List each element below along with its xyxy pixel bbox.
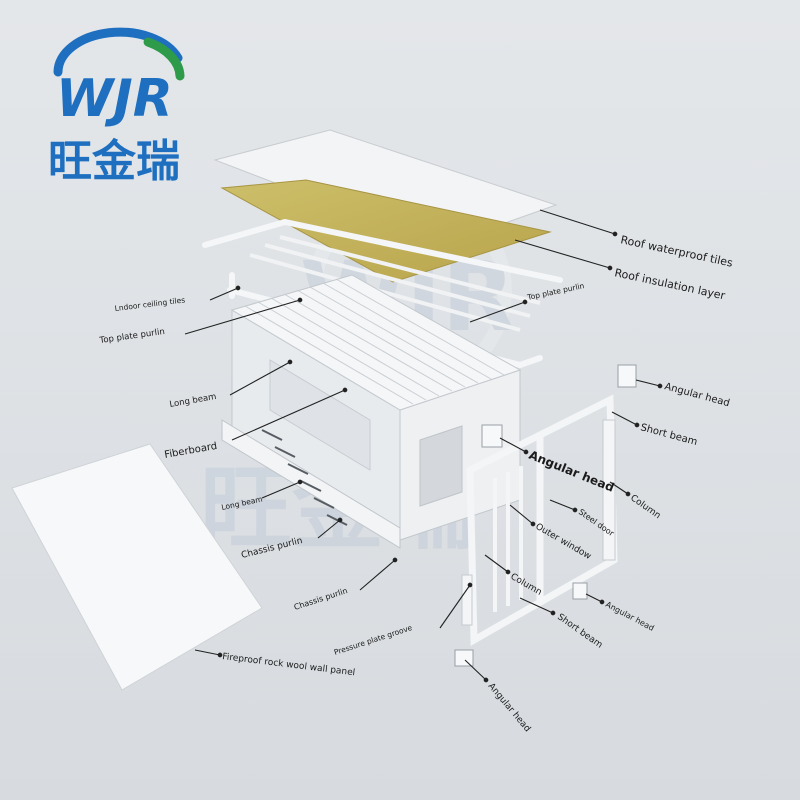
leader-outer-window-arrowhead [530,521,536,527]
leader-top-purlin-left [184,299,301,335]
column-right-part [602,419,616,561]
leader-top-purlin-right-arrowhead [522,299,528,305]
chassis-long-beam [221,419,401,549]
angular-head-top-part [617,364,637,388]
leader-angular-bottom [464,659,487,681]
angular-head-bottom-part [454,649,474,667]
angular-head-center-part [481,424,503,448]
leader-long-beam-lower [261,481,301,499]
logo-arc-blue [53,27,183,77]
leader-roof-insulation-arrowhead [607,265,613,271]
leader-pressure-groove-arrowhead [467,582,473,588]
leader-chassis-upper-arrowhead [337,517,343,523]
leader-indoor-ceiling-arrowhead [235,285,241,291]
leader-outer-window [509,504,534,525]
box-window-opening [419,425,463,507]
ceiling-slats [244,278,505,405]
leader-long-beam-upper [229,361,291,396]
top-purlins [249,235,541,332]
leader-steel-door [549,499,576,511]
leader-lines [184,209,663,683]
leader-fireproof-panel-arrowhead [217,652,223,658]
leader-angular-bottom-arrowhead [483,677,489,683]
leader-fiberboard-arrowhead [342,387,348,393]
leader-column-right-arrowhead [625,491,631,497]
fiberboard-inner [269,359,371,471]
leader-angular-top [635,379,661,387]
leader-angular-center [499,437,527,453]
angular-head-mid-part [572,582,588,600]
leader-steel-door-arrowhead [572,507,578,513]
leader-chassis-upper [317,519,341,539]
leader-pressure-groove [439,584,471,629]
brand-logo: WJR 旺金瑞 [48,27,185,187]
leader-short-beam-bottom-arrowhead [550,610,556,616]
leader-top-purlin-left-arrowhead [297,297,303,303]
leader-column-mid [484,554,509,573]
leader-roof-waterproof-arrowhead [612,231,618,237]
chassis-purlins [261,429,348,526]
leader-short-beam-top-arrowhead [634,422,640,428]
leader-chassis-lower [359,559,396,591]
leader-roof-waterproof [539,209,616,235]
leader-indoor-ceiling [209,287,239,301]
leader-short-beam-bottom [519,597,554,614]
door-bars [493,466,523,612]
leader-fiberboard [231,389,346,441]
leader-fireproof-panel [194,649,221,656]
leader-chassis-lower-arrowhead [392,557,398,563]
leader-long-beam-lower-arrowhead [297,479,303,485]
leader-angular-mid [585,593,603,603]
logo-letters: WJR [56,69,173,129]
column-mid-part [461,574,473,626]
leader-angular-top-arrowhead [657,383,663,389]
leader-roof-insulation [514,239,611,269]
leader-angular-mid-arrowhead [599,599,605,605]
leader-long-beam-upper-arrowhead [287,359,293,365]
logo-arc-green [143,37,185,81]
box-ceiling [230,274,522,411]
leader-top-purlin-right [469,301,526,323]
leader-angular-center-arrowhead [523,449,529,455]
leader-column-right [609,481,629,495]
leader-short-beam-top [611,411,638,426]
logo-chinese-name: 旺金瑞 [48,136,180,187]
fireproof-wall-panel [11,443,263,691]
leader-column-mid-arrowhead [505,569,511,575]
